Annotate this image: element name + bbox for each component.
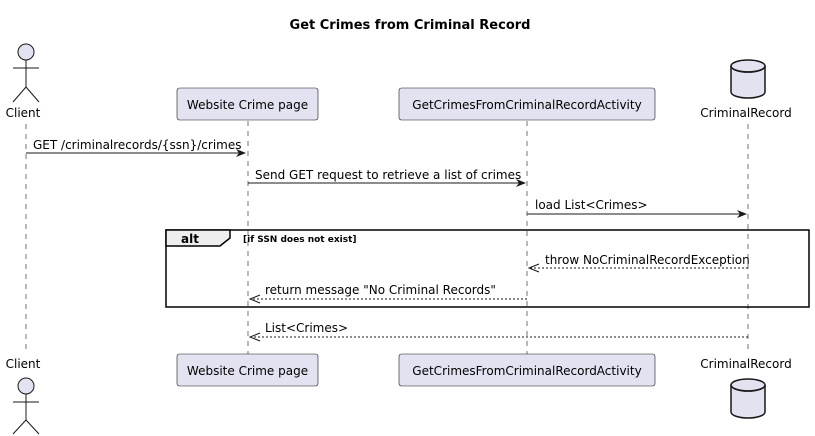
- actor-client-top: [12, 43, 40, 103]
- alt-condition: [if SSN does not exist]: [243, 235, 356, 245]
- actor-client-bottom: [12, 377, 40, 435]
- database-icon-top: [730, 59, 766, 99]
- participant-label-record-bottom: CriminalRecord: [700, 357, 791, 371]
- message-label-6: List<Crimes>: [265, 321, 348, 335]
- message-arrowhead-6: [248, 332, 261, 342]
- participant-website-bottom: [176, 353, 319, 387]
- participant-label-activity-bottom: GetCrimesFromCriminalRecordActivity: [412, 364, 641, 378]
- alt-fragment-tab: [165, 229, 231, 247]
- diagram-title: Get Crimes from Criminal Record: [290, 18, 531, 33]
- participant-label-record-top: CriminalRecord: [700, 106, 791, 120]
- participant-activity-bottom: [398, 353, 656, 387]
- message-label-3: load List<Crimes>: [535, 198, 648, 212]
- alt-keyword: alt: [181, 232, 199, 246]
- participant-label-activity-top: GetCrimesFromCriminalRecordActivity: [412, 98, 641, 112]
- message-arrowhead-5: [248, 294, 261, 304]
- message-label-2: Send GET request to retrieve a list of c…: [255, 168, 521, 182]
- database-icon-bottom: [730, 378, 766, 419]
- participant-label-client-bottom: Client: [6, 357, 41, 371]
- message-label-1: GET /criminalrecords/{ssn}/crimes: [33, 138, 242, 152]
- participant-website-top: [176, 87, 319, 121]
- participant-label-website-bottom: Website Crime page: [187, 364, 308, 378]
- message-label-4: throw NoCriminalRecordException: [545, 253, 750, 267]
- message-arrowhead-4: [527, 263, 540, 273]
- participant-label-client-top: Client: [6, 106, 41, 120]
- participant-activity-top: [398, 87, 656, 121]
- alt-fragment-frame: [165, 229, 810, 308]
- participant-label-website-top: Website Crime page: [187, 98, 308, 112]
- message-label-5: return message "No Criminal Records": [265, 283, 496, 297]
